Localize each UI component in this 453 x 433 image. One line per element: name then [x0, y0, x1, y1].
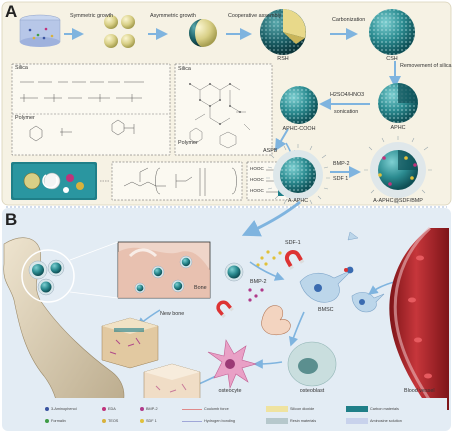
- legend-label: EDA: [108, 407, 116, 411]
- acid-label: H2SO4/HNO3: [330, 92, 365, 98]
- sdf1-step-label: SDF 1: [333, 176, 349, 182]
- legend-swatch: [140, 419, 144, 423]
- asymmetric-growth-label: Asymmetric growth: [150, 13, 196, 19]
- legend-label: Hydrogen bonding: [204, 419, 236, 423]
- new-bone-label: New bone: [160, 311, 185, 317]
- bmp2-step-label: BMP-2: [333, 161, 350, 167]
- osteoblast-label: osteoblast: [299, 388, 325, 394]
- carbonization-label: Carbonization: [332, 17, 366, 23]
- legend-label: Silicon dioxide: [290, 407, 315, 411]
- legend-item: Silicon dioxide: [266, 406, 314, 412]
- removement-label: Removement of silica: [400, 63, 452, 69]
- legend-label: Coulomb force: [204, 407, 229, 411]
- legend-swatch: [182, 408, 202, 410]
- legend-label: BMP-2: [146, 407, 158, 411]
- legend-swatch: [266, 418, 288, 424]
- silica-box-label: Silica: [15, 65, 28, 71]
- legend-label: 3-Aminophenol: [51, 407, 77, 411]
- legend-swatch: [102, 419, 106, 423]
- panel-label-b: B: [5, 210, 18, 229]
- legend-swatch: [140, 407, 144, 411]
- aphc-label: APHC: [390, 125, 406, 131]
- legend-label: Resin materials: [290, 419, 317, 423]
- aphc-cooh-label: APHC-COOH: [282, 126, 316, 132]
- blood-vessel-label: Blood vessel: [404, 388, 435, 394]
- a-aphc-sdf-bmp-label: A-APHC@SDF/BMP: [373, 198, 423, 204]
- bmp2-label: BMP-2: [250, 279, 267, 285]
- legend-swatch: [45, 407, 49, 411]
- rsh-label: RSH: [277, 56, 289, 62]
- aspb-label: ASPB: [263, 148, 278, 154]
- legend-item: Coulomb force: [182, 407, 229, 411]
- legend-swatch: [45, 419, 49, 423]
- polymer-box-label: Polymer: [15, 115, 35, 121]
- silica-structure-label: Silica: [178, 66, 191, 72]
- legend-label: TEOS: [108, 419, 119, 423]
- legend-item: TEOS: [102, 419, 118, 423]
- bmsc-label: BMSC: [318, 307, 334, 313]
- bone-label: Bone: [194, 285, 207, 291]
- legend-item: Aminosine solution: [346, 418, 402, 424]
- legend-swatch: [346, 418, 368, 424]
- legend-item: Resin materials: [266, 418, 316, 424]
- a-aphc-label: A-APHC: [287, 198, 309, 204]
- osteocyte-label: osteocyte: [218, 388, 242, 394]
- legend-swatch: [182, 420, 202, 422]
- legend-item: Hydrogen bonding: [182, 419, 235, 423]
- panel-label-a: A: [5, 2, 18, 21]
- sonication-label: sonication: [334, 109, 359, 115]
- cooperative-assembly-label: Cooperative assembly: [228, 13, 282, 19]
- sdf1-label: SDF-1: [285, 240, 301, 246]
- polymer-structure-label: Polymer: [178, 140, 198, 146]
- legend-swatch: [102, 407, 106, 411]
- legend-swatch: [266, 406, 288, 412]
- hooc-label-2: HOOC: [250, 177, 264, 182]
- legend-item: EDA: [102, 407, 116, 411]
- legend-item: 3-Aminophenol: [45, 407, 77, 411]
- legend-item: BMP-2: [140, 407, 158, 411]
- hooc-label-3: HOOC: [250, 188, 264, 193]
- legend-label: Formalin: [51, 419, 66, 423]
- symmetric-growth-label: Symmetric growth: [70, 13, 114, 19]
- legend-item: SDF 1: [140, 419, 157, 423]
- csh-label: CSH: [386, 56, 398, 62]
- legend-label: SDF 1: [146, 419, 157, 423]
- hooc-label-1: HOOC: [250, 166, 264, 171]
- legend-label: Aminosine solution: [370, 419, 402, 423]
- legend-item: Carbon materials: [346, 406, 399, 412]
- legend-swatch: [346, 406, 368, 412]
- legend-label: Carbon materials: [370, 407, 399, 411]
- legend-item: Formalin: [45, 419, 66, 423]
